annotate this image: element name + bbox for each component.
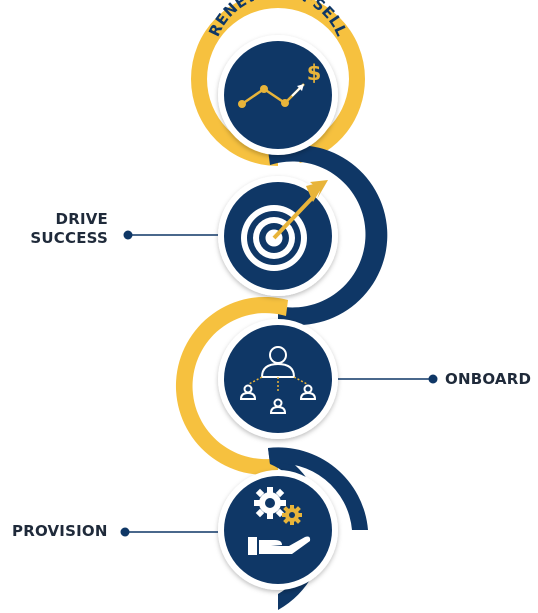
stage-onboard: [218, 319, 338, 439]
provision-label: PROVISION: [12, 522, 108, 540]
small-gear-icon: [282, 505, 302, 525]
ribbon-segment-renew: [191, 0, 278, 166]
connectors: [120, 230, 438, 537]
ribbon-segment-renew-lower-right: [290, 79, 365, 163]
ribbon-segment-drive: [268, 145, 388, 326]
gears-hand-icon: [248, 487, 311, 555]
drive-success-label: DRIVE SUCCESS: [20, 210, 108, 248]
drive-label-line1: DRIVE: [55, 210, 108, 228]
stage-provision: [218, 470, 338, 590]
large-gear-icon: [254, 487, 286, 519]
onboard-label: ONBOARD: [445, 370, 532, 388]
growth-chart-dollar-icon: $: [238, 61, 321, 108]
target-arrow-icon: [241, 180, 328, 271]
drive-connector-dot: [123, 230, 133, 240]
onboard-connector-dot: [428, 374, 438, 384]
stage-drive: [218, 176, 338, 296]
open-hand-icon: [248, 536, 311, 555]
ribbon-segment-renew-right: [278, 0, 365, 79]
drive-label-line2: SUCCESS: [30, 229, 108, 247]
ribbon-segment-provision-lower: [268, 447, 368, 530]
provision-connector-dot: [120, 527, 130, 537]
ribbon-segment-onboard: [175, 296, 288, 475]
provision-circle-navy: [224, 476, 332, 584]
renew-circle-navy: [224, 41, 332, 149]
dollar-sign: $: [307, 61, 322, 85]
team-hierarchy-icon: [239, 346, 317, 414]
